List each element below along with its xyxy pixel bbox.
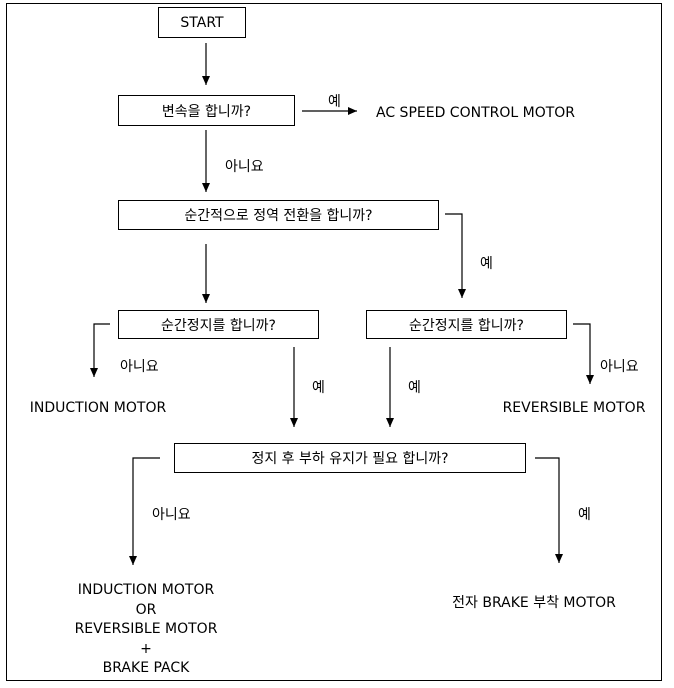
decision-speed-control: 변속을 합니까? bbox=[118, 95, 295, 126]
edge-label-stopright-no: 아니요 bbox=[600, 359, 639, 375]
outcome-induction-motor: INDUCTION MOTOR bbox=[29, 400, 167, 416]
arrow-hold-no bbox=[129, 457, 160, 565]
combo-line-5: BRAKE PACK bbox=[102, 660, 190, 676]
edge-label-stopright-yes: 예 bbox=[408, 380, 421, 396]
combo-line-3: REVERSIBLE MOTOR bbox=[74, 621, 218, 637]
outcome-reversible-motor: REVERSIBLE MOTOR bbox=[502, 400, 646, 416]
edge-label-stopleft-yes: 예 bbox=[312, 380, 325, 396]
decision-instant-stop-right: 순간정지를 합니까? bbox=[366, 310, 567, 339]
arrow-reverse-yes bbox=[445, 213, 466, 298]
outcome-combined-motor: INDUCTION MOTOR OR REVERSIBLE MOTOR + BR… bbox=[75, 581, 218, 679]
edge-label-speed-yes: 예 bbox=[328, 94, 341, 110]
arrow-stopleft-no bbox=[90, 323, 110, 377]
decision-instant-stop-left: 순간정지를 합니까? bbox=[118, 310, 319, 339]
combo-line-1: INDUCTION MOTOR bbox=[77, 582, 215, 598]
decision-load-hold: 정지 후 부하 유지가 필요 합니까? bbox=[174, 443, 526, 473]
combo-line-4: + bbox=[140, 640, 152, 657]
decision-instant-reverse: 순간적으로 정역 전환을 합니까? bbox=[118, 200, 439, 230]
edge-label-hold-yes: 예 bbox=[578, 507, 591, 523]
edge-label-reverse-yes: 예 bbox=[480, 256, 493, 272]
edge-label-stopleft-no: 아니요 bbox=[120, 359, 159, 375]
outcome-brake-motor: 전자 BRAKE 부착 MOTOR bbox=[452, 595, 616, 611]
start-node: START bbox=[158, 7, 246, 38]
combo-line-2: OR bbox=[135, 601, 157, 618]
edge-label-speed-no: 아니요 bbox=[225, 159, 264, 175]
outcome-ac-speed-control-motor: AC SPEED CONTROL MOTOR bbox=[376, 105, 576, 121]
arrow-stopright-no bbox=[573, 323, 594, 384]
arrow-hold-yes bbox=[535, 457, 563, 563]
outer-frame bbox=[6, 3, 662, 681]
edge-label-hold-no: 아니요 bbox=[152, 507, 191, 523]
